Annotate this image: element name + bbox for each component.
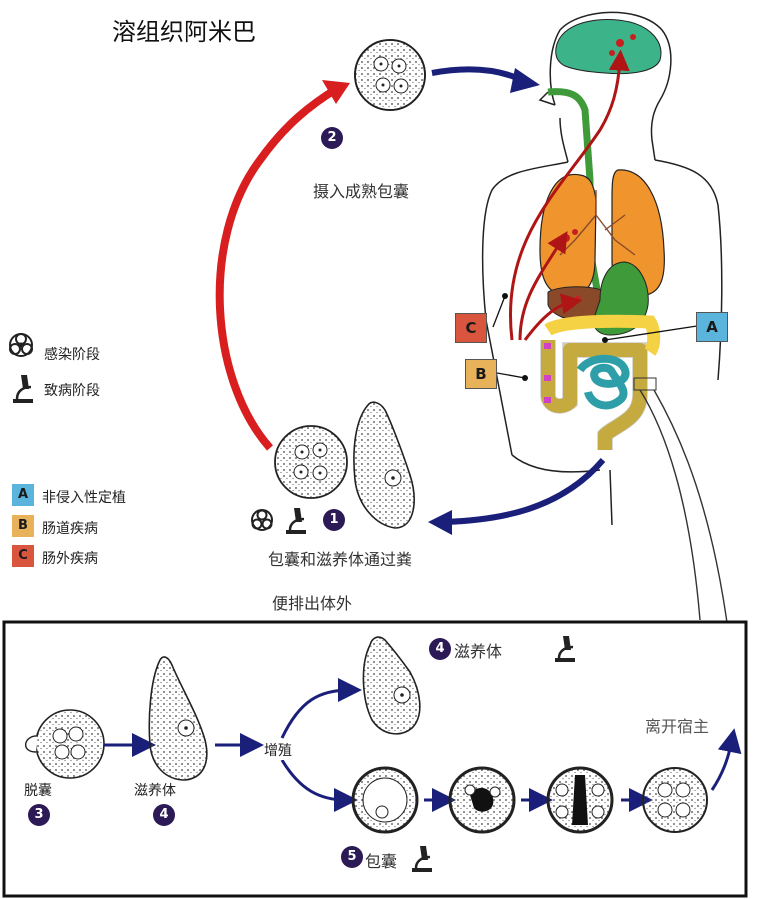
legend-key-c: C bbox=[12, 545, 34, 567]
legend-key-b: B bbox=[12, 515, 34, 537]
brain bbox=[555, 19, 662, 75]
tag-c: C bbox=[455, 313, 487, 343]
microscope-icon bbox=[13, 375, 33, 403]
step-1-badge: 1 bbox=[323, 509, 345, 531]
cyst-label: 包囊 bbox=[365, 852, 398, 871]
proliferate-label: 增殖 bbox=[264, 740, 292, 760]
trophozoite-label-2: 滋养体 bbox=[454, 642, 503, 661]
mature-cyst-top bbox=[354, 39, 426, 111]
microscope-icon bbox=[286, 508, 306, 534]
step-1-label-line1: 包囊和滋养体通过粪 bbox=[268, 550, 413, 569]
trophozoite-inset bbox=[148, 656, 208, 781]
legend-label-a: 非侵入性定植 bbox=[42, 490, 126, 506]
step-3-badge: 3 bbox=[28, 804, 50, 826]
human-body bbox=[481, 11, 723, 526]
step-5-badge: 5 bbox=[341, 846, 363, 868]
step-4b-badge: 4 bbox=[429, 638, 451, 660]
trophozoite-step1 bbox=[353, 401, 415, 529]
step-1-label-line2: 便排出体外 bbox=[272, 594, 353, 613]
biohazard-icon bbox=[251, 509, 273, 531]
tag-b: B bbox=[465, 359, 497, 389]
step-2-label: 摄入成熟包囊 bbox=[313, 182, 410, 201]
precyst-3 bbox=[546, 766, 614, 834]
small-intestine bbox=[576, 354, 630, 410]
step-2-badge: 2 bbox=[321, 127, 343, 149]
microscope-icon bbox=[555, 636, 575, 662]
diagram-title: 溶组织阿米巴 bbox=[112, 18, 256, 46]
legend-label-b: 肠道疾病 bbox=[42, 521, 98, 537]
precyst-1 bbox=[351, 766, 419, 834]
excystation-label: 脱囊 bbox=[24, 783, 52, 799]
legend-diagnostic-stage: 致病阶段 bbox=[44, 383, 100, 399]
microscope-icon bbox=[412, 846, 432, 872]
precyst-2 bbox=[448, 766, 516, 834]
legend-infective-stage: 感染阶段 bbox=[44, 347, 100, 363]
trophozoite-proliferated bbox=[362, 636, 421, 735]
biohazard-icon bbox=[9, 333, 33, 357]
trophozoite-label: 滋养体 bbox=[134, 783, 176, 799]
legend-key-a: A bbox=[12, 484, 34, 506]
cyst-step1 bbox=[274, 425, 348, 499]
leave-host-label: 离开宿主 bbox=[645, 717, 710, 736]
ingestion-arrow bbox=[215, 84, 341, 451]
legend-label-c: 肠外疾病 bbox=[42, 551, 98, 567]
mature-cyst-inset bbox=[642, 767, 708, 833]
step-4-badge: 4 bbox=[153, 804, 175, 826]
tag-a: A bbox=[696, 312, 728, 342]
